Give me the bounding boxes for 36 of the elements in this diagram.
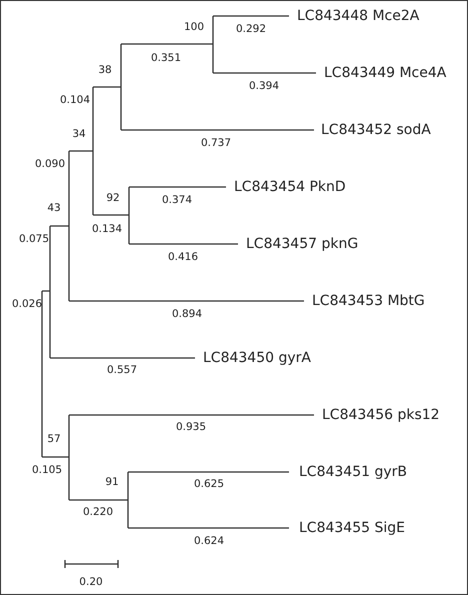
branch-length: 0.737 <box>200 138 232 148</box>
branch-length: 0.394 <box>248 80 280 92</box>
taxon-label: LC843448 Mce2A <box>297 9 420 23</box>
branch-length: 0.220 <box>82 506 114 518</box>
branch-length: 0.625 <box>194 478 224 490</box>
branch-length: 0.090 <box>34 158 66 170</box>
branch-length: 0.416 <box>168 252 198 262</box>
branch-length: 0.104 <box>60 94 90 106</box>
branch-length: 0.351 <box>150 52 182 64</box>
scale-label: 0.20 <box>79 576 103 588</box>
taxon-label: LC843454 PknD <box>234 180 346 194</box>
branch-length: 0.894 <box>172 308 202 320</box>
taxon-label: LC843456 pks12 <box>322 408 440 422</box>
taxon-label: LC843450 gyrA <box>203 351 311 365</box>
bootstrap-value: 43 <box>47 202 61 214</box>
branch-length: 0.075 <box>18 234 50 244</box>
branch-length: 0.105 <box>32 464 62 476</box>
taxon-label: LC843455 SigE <box>299 521 405 535</box>
bootstrap-value: 38 <box>98 64 112 76</box>
taxon-label: LC843452 sodA <box>321 123 431 137</box>
branch-length: 0.134 <box>92 224 122 234</box>
branch-length: 0.557 <box>106 364 138 376</box>
branch-length: 0.292 <box>236 24 266 34</box>
taxon-label: LC843451 gyrB <box>299 465 408 479</box>
branch-length: 0.624 <box>194 536 224 546</box>
branch-length: 0.026 <box>12 298 42 310</box>
bootstrap-value: 100 <box>184 22 204 32</box>
bootstrap-value: 91 <box>105 476 119 488</box>
taxon-label: LC843453 MbtG <box>312 294 425 308</box>
taxon-label: LC843449 Mce4A <box>324 66 446 80</box>
bootstrap-value: 57 <box>47 434 61 444</box>
taxon-label: LC843457 pknG <box>246 237 358 251</box>
bootstrap-value: 92 <box>106 192 120 204</box>
bootstrap-value: 34 <box>72 128 86 140</box>
branch-length: 0.374 <box>162 194 192 206</box>
branch-length: 0.935 <box>176 422 206 432</box>
